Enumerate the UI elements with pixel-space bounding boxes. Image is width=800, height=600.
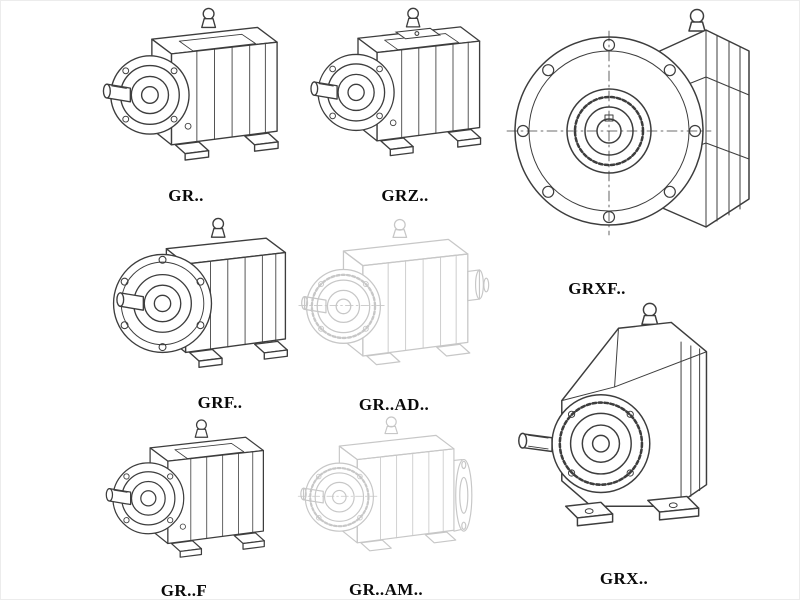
gr-f-reducer-drawing bbox=[97, 415, 274, 579]
figure-grz: GRZ.. bbox=[301, 3, 491, 209]
figure-gr-am: GR..AM.. bbox=[291, 411, 479, 599]
gr-am-reducer-drawing bbox=[291, 411, 473, 577]
gr-ad-reducer-drawing bbox=[291, 213, 490, 393]
label-grf: GRF.. bbox=[197, 393, 243, 412]
label-gr-am: GR..AM.. bbox=[348, 580, 424, 599]
label-gr: GR.. bbox=[168, 186, 204, 205]
figure-gr-f: GR..F bbox=[97, 415, 274, 600]
figure-grf: GRF.. bbox=[103, 213, 295, 415]
label-grz: GRZ.. bbox=[381, 186, 429, 205]
grf-reducer-drawing bbox=[103, 213, 295, 391]
figure-grx: GRX.. bbox=[503, 297, 733, 597]
grx-reducer-drawing bbox=[503, 297, 733, 559]
grz-reducer-drawing bbox=[301, 3, 491, 179]
label-grx: GRX.. bbox=[599, 569, 649, 588]
gr-reducer-drawing bbox=[93, 3, 289, 184]
figure-gr: GR.. bbox=[93, 3, 289, 209]
label-grxf: GRXF.. bbox=[568, 279, 626, 298]
label-gr-f: GR..F bbox=[160, 581, 208, 600]
figure-gr-ad: GR..AD.. bbox=[291, 213, 495, 419]
grxf-reducer-drawing bbox=[501, 3, 791, 275]
label-gr-ad: GR..AD.. bbox=[358, 395, 430, 414]
figure-grxf: GRXF.. bbox=[501, 3, 793, 303]
